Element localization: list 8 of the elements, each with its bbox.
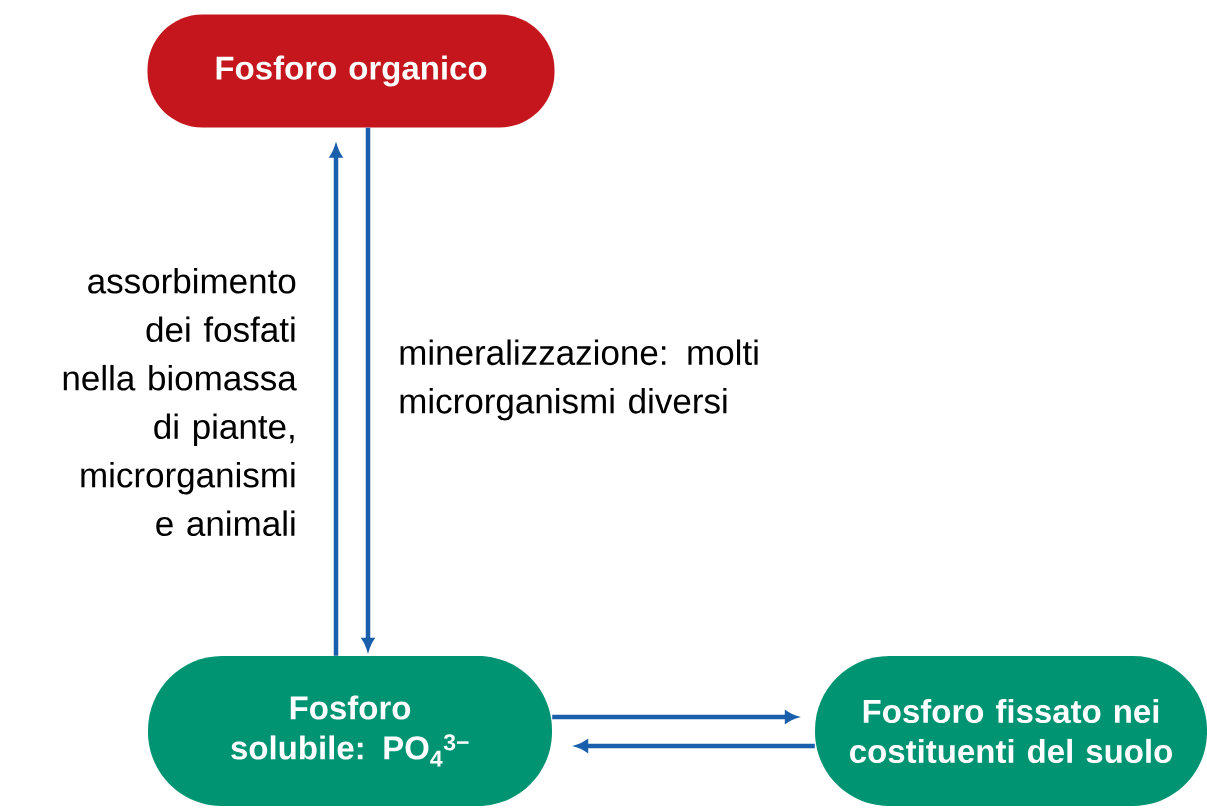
process-box: Fosforo fissato nei costituenti del suolo [815, 656, 1207, 806]
arrow [552, 711, 798, 723]
arrow [362, 127, 374, 651]
edge-label: assorbimento dei fosfati nella biomassa di piante, microrganismi e animali [63, 267, 297, 537]
arrow [575, 740, 815, 752]
edge-label: mineralizzazione: molti microrganismi diversi [400, 339, 758, 421]
process-box: Fosforo organico [147, 14, 555, 128]
process-box: Fosforo solubile: PO$_{4}$3− [148, 656, 552, 806]
